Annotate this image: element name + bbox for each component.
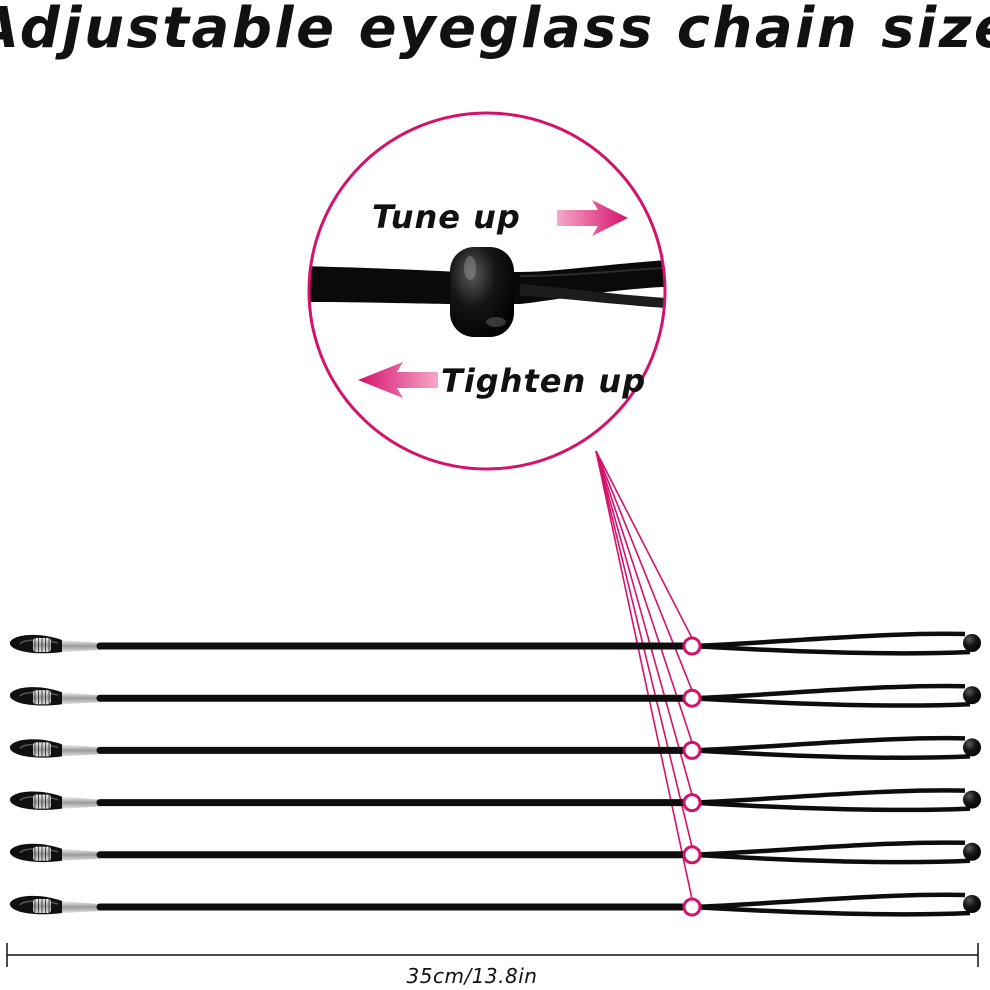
eyeglass-chain	[9, 735, 981, 760]
end-bead-icon	[963, 686, 981, 705]
connector-line	[595, 450, 693, 691]
spring-coil-icon	[33, 742, 51, 757]
eyeglass-chain	[9, 788, 981, 813]
zoom-callout: Tune up Tighten up	[307, 111, 667, 471]
connector-line	[595, 450, 693, 639]
slider-bead-marker	[682, 636, 702, 656]
eyeglass-chain	[9, 840, 981, 865]
metal-ferrule-icon	[62, 692, 100, 705]
end-bead-icon	[963, 790, 981, 809]
metal-ferrule-icon	[62, 848, 100, 861]
slider-bead-marker	[682, 897, 702, 917]
dimension-label: 35cm/13.8in	[407, 964, 538, 988]
metal-ferrule-icon	[62, 796, 100, 809]
end-bead-icon	[963, 634, 981, 652]
chain-loop-bottom	[691, 904, 971, 917]
dimension-indicator: 35cm/13.8in	[6, 943, 979, 988]
connector-line	[595, 450, 693, 743]
slider-bead-marker	[682, 845, 702, 865]
arrow-left-icon	[358, 362, 438, 398]
chain-loop-bottom	[691, 748, 971, 760]
chain-loop-bottom	[691, 852, 971, 865]
connector-line	[595, 450, 693, 900]
slider-bead-marker	[682, 740, 702, 760]
end-bead-icon	[963, 895, 981, 913]
zoom-connector-lines	[595, 450, 693, 900]
end-bead-icon	[963, 738, 981, 757]
spring-coil-icon	[33, 846, 51, 861]
tune-up-label: Tune up	[372, 198, 521, 236]
slider-bead-marker	[682, 793, 702, 813]
chain-loop-top	[691, 683, 966, 701]
chain-loop-top	[691, 631, 966, 649]
spring-coil-icon	[33, 899, 51, 913]
chain-loop-bottom	[691, 800, 971, 813]
chain-loop-top	[691, 840, 966, 858]
eyeglass-chain	[9, 892, 981, 917]
spring-coil-icon	[33, 690, 51, 705]
zoom-circle-border	[307, 111, 667, 471]
eyeglass-chains	[9, 631, 981, 917]
chain-loop-top	[691, 735, 966, 753]
adjuster-bead-icon	[450, 247, 514, 337]
tighten-up-label: Tighten up	[441, 362, 646, 400]
eyeglass-chain	[9, 631, 981, 656]
end-bead-icon	[963, 842, 981, 861]
page-title: Adjustable eyeglass chain size	[0, 0, 990, 61]
arrow-right-icon	[557, 200, 628, 236]
metal-ferrule-icon	[62, 640, 100, 652]
slider-bead-marker	[682, 688, 702, 708]
chain-loop-bottom	[691, 643, 971, 656]
chain-loop-bottom	[691, 695, 971, 708]
chain-loop-top	[691, 892, 966, 910]
spring-coil-icon	[33, 794, 51, 809]
spring-coil-icon	[33, 638, 51, 652]
metal-ferrule-icon	[62, 901, 100, 913]
chain-loop-top	[691, 788, 966, 805]
metal-ferrule-icon	[62, 744, 100, 757]
connector-line	[595, 450, 693, 795]
eyeglass-chain	[9, 683, 981, 708]
